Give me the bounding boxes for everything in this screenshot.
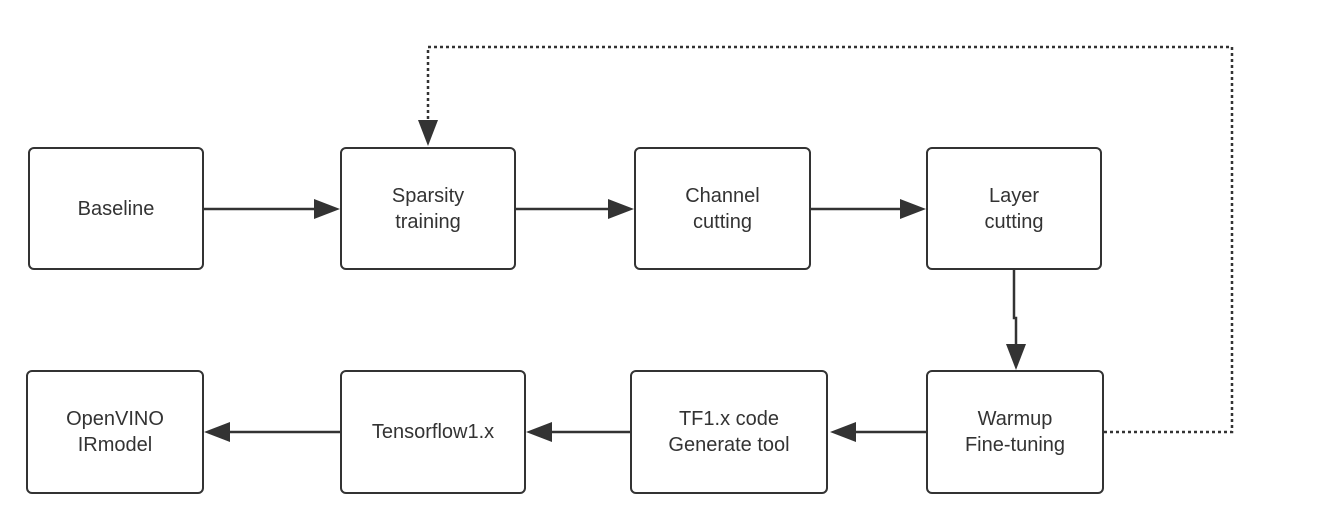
node-tf1x-code-generate-tool: TF1.x code Generate tool xyxy=(630,370,828,494)
node-layer-label-line-1: Layer xyxy=(988,184,1040,207)
node-openvino-irmodel: OpenVINO IRmodel xyxy=(26,370,204,494)
node-layer-cutting: Layer cutting xyxy=(926,147,1102,270)
node-tf1code-label-line-2: Generate tool xyxy=(668,434,790,456)
node-sparsity-training: Sparsity training xyxy=(340,147,516,270)
node-warmup-label-line-2: Fine-tuning xyxy=(964,434,1066,456)
node-tensorflow1x: Tensorflow1.x xyxy=(340,370,526,494)
node-warmup-fine-tuning: Warmup Fine-tuning xyxy=(926,370,1104,494)
node-tf1code-label-line-1: TF1.x code xyxy=(678,408,780,430)
node-warmup-label-line-1: Warmup xyxy=(977,408,1053,430)
node-layer-label-line-2: cutting xyxy=(984,210,1044,233)
node-openvino-label-line-2: IRmodel xyxy=(77,434,153,456)
node-channel-cutting: Channel cutting xyxy=(634,147,811,270)
node-channel-label-line-2: cutting xyxy=(693,210,752,233)
arrowhead-layer-to-warmup xyxy=(1006,344,1026,370)
edge-warmup-to-sparsity-loop xyxy=(426,45,1234,434)
node-tensorflow-label-line-1: Tensorflow1.x xyxy=(371,421,495,443)
node-baseline-label-line-1: Baseline xyxy=(77,197,155,220)
arrowhead-sparsity-to-channel xyxy=(608,199,634,219)
arrowhead-tf1code-to-tensorflow xyxy=(526,422,552,442)
arrowhead-warmup-to-tf1code xyxy=(830,422,856,442)
node-baseline: Baseline xyxy=(28,147,204,270)
arrowhead-channel-to-layer xyxy=(900,199,926,219)
node-sparsity-label-line-2: training xyxy=(395,210,461,233)
arrowhead-warmup-to-sparsity-loop xyxy=(418,120,438,146)
node-sparsity-label-line-1: Sparsity xyxy=(391,184,465,207)
edge-layer-to-warmup xyxy=(1012,270,1018,348)
arrowhead-baseline-to-sparsity xyxy=(314,199,340,219)
node-channel-label-line-1: Channel xyxy=(685,184,760,207)
arrowhead-tensorflow-to-openvino xyxy=(204,422,230,442)
node-openvino-label-line-1: OpenVINO xyxy=(66,408,164,430)
